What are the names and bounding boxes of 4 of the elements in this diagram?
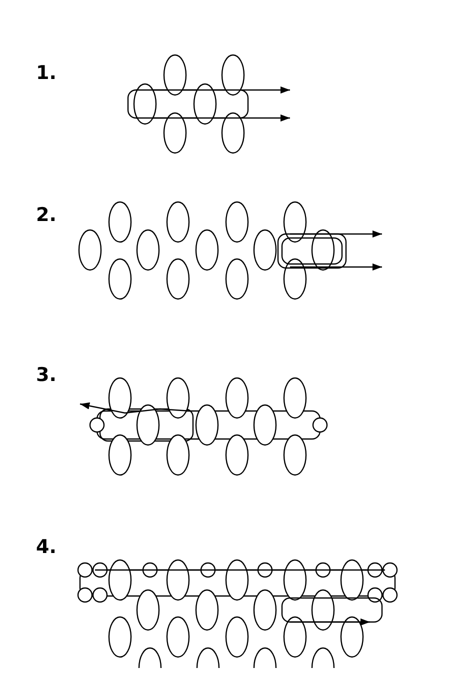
step-number: 1. (36, 62, 56, 84)
step-number: 3. (36, 364, 56, 386)
step-number: 2. (36, 204, 56, 226)
step-number: 4. (36, 536, 56, 558)
